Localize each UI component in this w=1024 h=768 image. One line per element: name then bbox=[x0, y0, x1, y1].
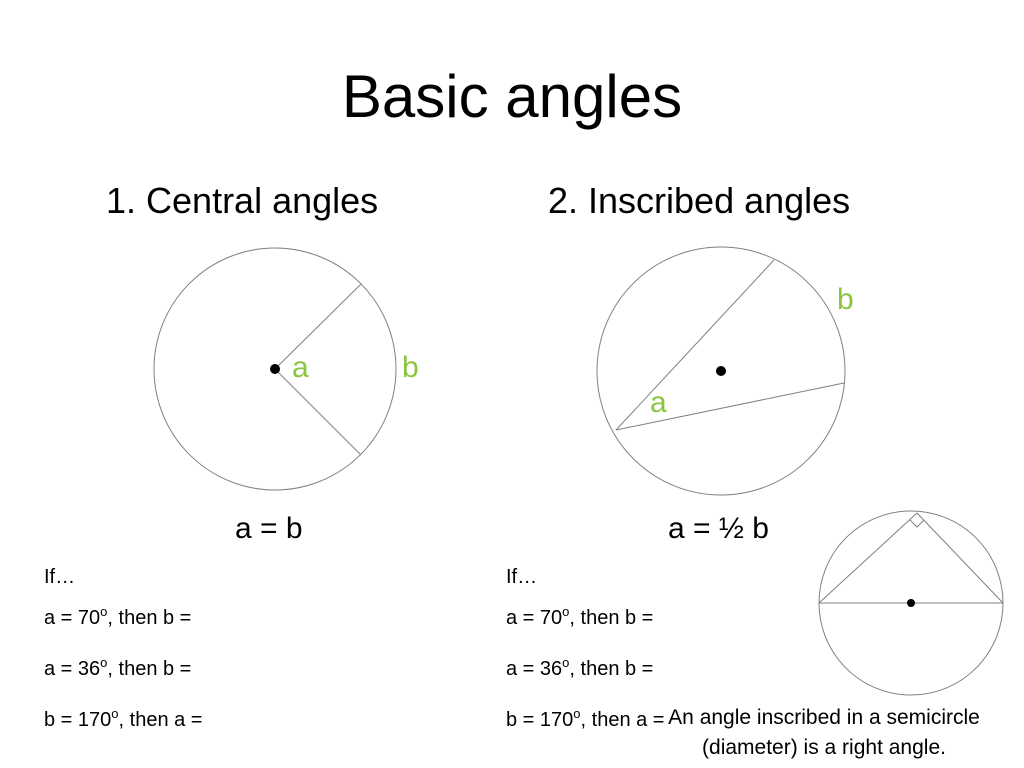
central-angle-diagram bbox=[153, 247, 397, 491]
semicircle-note-line-2: (diameter) is a right angle. bbox=[702, 736, 946, 759]
semicircle-chord-right bbox=[916, 512, 1004, 604]
semicircle-center-dot bbox=[907, 599, 915, 607]
inscribed-if-label: If… bbox=[506, 566, 538, 588]
inscribed-center-dot bbox=[716, 366, 726, 376]
inscribed-formula: a = ½ b bbox=[668, 512, 769, 545]
central-radius-upper bbox=[274, 283, 362, 370]
central-radius-lower bbox=[274, 368, 362, 456]
semicircle-chord-left bbox=[818, 512, 918, 604]
central-center-dot bbox=[270, 364, 280, 374]
central-label-b: b bbox=[402, 351, 419, 384]
central-question-2: a = 36o, then b = bbox=[44, 655, 192, 680]
central-circle bbox=[153, 247, 397, 491]
inscribed-question-3: b = 170o, then a = bbox=[506, 706, 665, 731]
inscribed-chord-upper bbox=[615, 259, 775, 431]
right-angle-marker bbox=[909, 519, 925, 528]
central-label-a: a bbox=[292, 351, 309, 384]
semicircle-note-line-1: An angle inscribed in a semicircle bbox=[668, 706, 980, 729]
inscribed-circle bbox=[596, 246, 846, 496]
slide-title: Basic angles bbox=[341, 63, 683, 130]
inscribed-question-1: a = 70o, then b = bbox=[506, 604, 654, 629]
central-question-1: a = 70o, then b = bbox=[44, 604, 192, 629]
central-formula: a = b bbox=[235, 512, 303, 545]
inscribed-label-a: a bbox=[650, 386, 667, 419]
central-question-3: b = 170o, then a = bbox=[44, 706, 203, 731]
semicircle-diagram bbox=[818, 510, 1004, 696]
inscribed-chord-lower bbox=[615, 382, 845, 431]
inscribed-label-b: b bbox=[837, 283, 854, 316]
inscribed-angles-heading: 2. Inscribed angles bbox=[548, 180, 851, 221]
semicircle-note: An angle inscribed in a semicircle (diam… bbox=[626, 703, 1022, 763]
inscribed-question-2: a = 36o, then b = bbox=[506, 655, 654, 680]
central-angles-heading: 1. Central angles bbox=[106, 180, 379, 221]
inscribed-angle-diagram bbox=[596, 246, 846, 496]
central-if-label: If… bbox=[44, 566, 76, 588]
